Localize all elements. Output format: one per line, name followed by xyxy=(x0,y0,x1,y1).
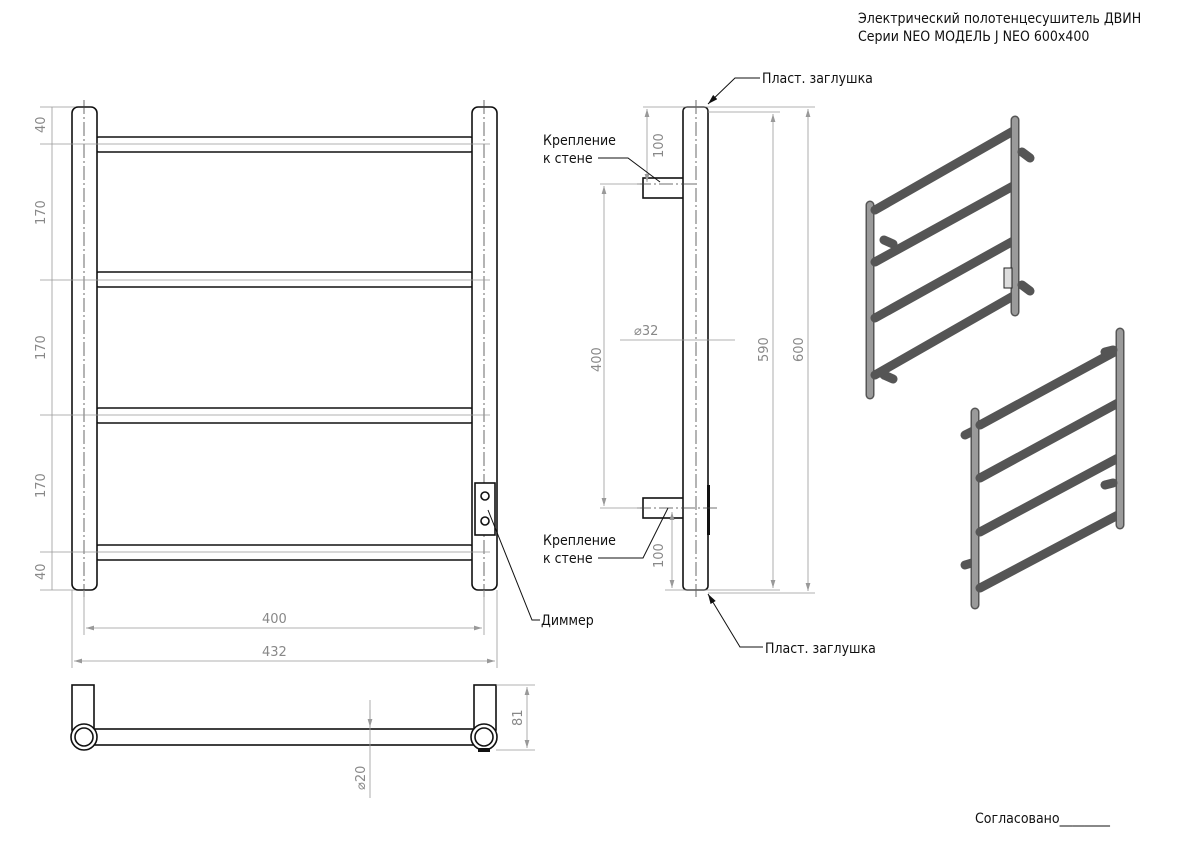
dimmer-label: Диммер xyxy=(541,613,594,629)
cap-label-top: Пласт. заглушка xyxy=(762,71,873,87)
approval-field: Согласовано________ xyxy=(975,811,1111,827)
dim-pipe-diameter: ⌀32 xyxy=(634,324,658,339)
dim-600: 600 xyxy=(792,337,807,362)
dim-100-top: 100 xyxy=(652,133,667,158)
dim-40-bottom: 40 xyxy=(34,563,49,580)
mount-label-bottom-1: Крепление xyxy=(543,533,616,549)
front-view: 40 170 170 170 40 400 432 Диммер xyxy=(34,100,594,668)
dim-400-mount: 400 xyxy=(590,347,605,372)
title-line-2: Серии NEO МОДЕЛЬ J NEO 600x400 xyxy=(858,29,1089,45)
dim-590: 590 xyxy=(757,337,772,362)
dimmer xyxy=(474,482,496,536)
title-line-1: Электрический полотенцесушитель ДВИН xyxy=(858,11,1141,27)
top-view: 81 ⌀20 xyxy=(70,684,535,798)
dim-40-top: 40 xyxy=(34,116,49,133)
dim-400-width: 400 xyxy=(262,612,287,627)
mount-label-top-1: Крепление xyxy=(543,133,616,149)
dim-170-3: 170 xyxy=(34,473,49,498)
dim-432-width: 432 xyxy=(262,645,287,660)
mount-label-bottom-2: к стене xyxy=(543,551,593,567)
mount-label-top-2: к стене xyxy=(543,151,593,167)
dim-170-2: 170 xyxy=(34,335,49,360)
dim-170-1: 170 xyxy=(34,200,49,225)
cap-label-bottom: Пласт. заглушка xyxy=(765,641,876,657)
side-view: 100 400 100 590 600 ⌀32 Пласт. заглушка … xyxy=(543,71,876,657)
dim-rail-diameter: ⌀20 xyxy=(354,766,369,790)
dim-81-depth: 81 xyxy=(511,709,526,726)
isometric-view-front xyxy=(865,115,1035,400)
dim-100-bottom: 100 xyxy=(652,543,667,568)
isometric-view-back xyxy=(960,327,1125,610)
